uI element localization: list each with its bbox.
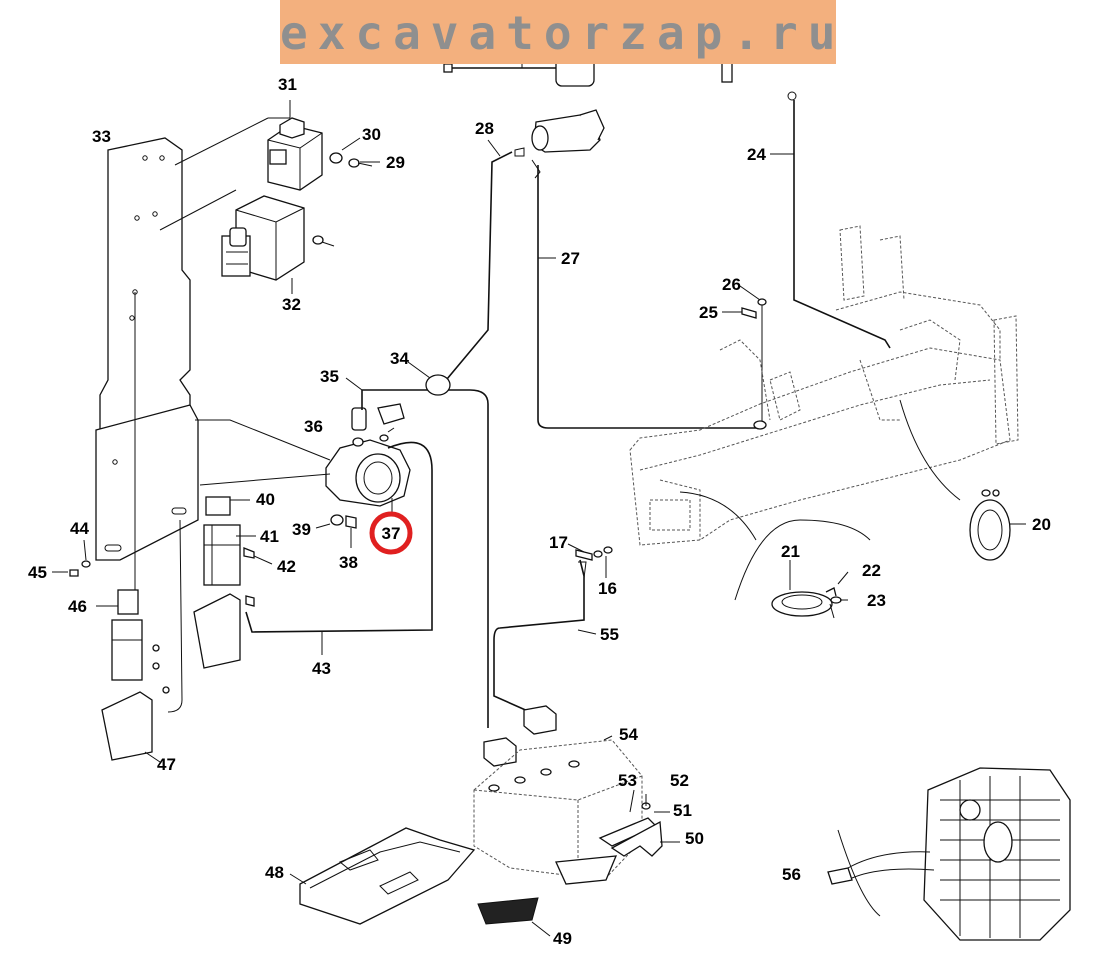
callout-34: 34 <box>390 349 409 368</box>
machine-frame <box>629 225 1019 546</box>
fuse-block-40-41 <box>193 496 273 669</box>
callout-23: 23 <box>867 591 886 610</box>
callout-41: 41 <box>260 527 279 546</box>
callout-49: 49 <box>553 929 572 948</box>
washer-39-bolt-38 <box>315 514 357 548</box>
callout-40: 40 <box>256 490 275 509</box>
callout-labels: 19 31 30 29 33 32 28 27 24 26 25 35 34 3… <box>28 21 1051 948</box>
starter-motor <box>531 109 605 153</box>
callout-42: 42 <box>277 557 296 576</box>
cable-terminals <box>483 705 557 767</box>
battery-switch <box>325 403 411 507</box>
washer-30-bolt-29 <box>329 137 380 168</box>
bolt-25-nut-26 <box>722 285 767 430</box>
callout-48: 48 <box>265 863 284 882</box>
cable-24 <box>770 91 891 349</box>
cable-35 <box>345 377 489 728</box>
callout-17: 17 <box>549 533 568 552</box>
callout-32: 32 <box>282 295 301 314</box>
callout-44: 44 <box>70 519 89 538</box>
callout-33: 33 <box>92 127 111 146</box>
callout-24: 24 <box>747 145 766 164</box>
battery-tray-48 <box>289 827 476 925</box>
bolts-44-45 <box>52 539 91 577</box>
callout-29: 29 <box>386 153 405 172</box>
callout-25: 25 <box>699 303 718 322</box>
callout-28: 28 <box>475 119 494 138</box>
callout-37: 37 <box>382 524 401 543</box>
cable-28 <box>441 139 525 386</box>
callout-35: 35 <box>320 367 339 386</box>
callout-47: 47 <box>157 755 176 774</box>
relay-31 <box>174 100 323 191</box>
cable-43 <box>245 441 433 655</box>
callout-21: 21 <box>781 542 800 561</box>
engine-56 <box>827 767 1071 941</box>
harness-wires <box>167 419 331 713</box>
callout-39: 39 <box>292 520 311 539</box>
callout-54: 54 <box>619 725 638 744</box>
callout-52: 52 <box>670 771 689 790</box>
highlight-callout-37: 37 <box>369 498 413 555</box>
callout-20: 20 <box>1032 515 1051 534</box>
mat-49 <box>477 897 551 937</box>
callout-55: 55 <box>600 625 619 644</box>
callout-26: 26 <box>722 275 741 294</box>
callout-51: 51 <box>673 801 692 820</box>
callout-56: 56 <box>782 865 801 884</box>
callout-38: 38 <box>339 553 358 572</box>
watermark-text: excavatorzap.ru <box>280 6 846 60</box>
callout-36: 36 <box>304 417 323 436</box>
callout-53: 53 <box>618 771 637 790</box>
callout-16: 16 <box>598 579 617 598</box>
callout-43: 43 <box>312 659 331 678</box>
relay-32 <box>159 189 335 294</box>
fuse-block-46-47 <box>96 589 170 763</box>
callout-50: 50 <box>685 829 704 848</box>
horn-20 <box>899 399 1026 561</box>
mounting-plate <box>95 137 199 600</box>
callout-46: 46 <box>68 597 87 616</box>
callout-27: 27 <box>561 249 580 268</box>
horn-21 <box>679 491 871 619</box>
callout-22: 22 <box>862 561 881 580</box>
cable-27 <box>531 159 760 429</box>
battery-hold-down <box>555 789 680 885</box>
callout-30: 30 <box>362 125 381 144</box>
clamp-34 <box>407 361 451 396</box>
callout-31: 31 <box>278 75 297 94</box>
callout-45: 45 <box>28 563 47 582</box>
watermark-banner: excavatorzap.ru <box>280 0 836 64</box>
cable-55 <box>493 543 613 713</box>
